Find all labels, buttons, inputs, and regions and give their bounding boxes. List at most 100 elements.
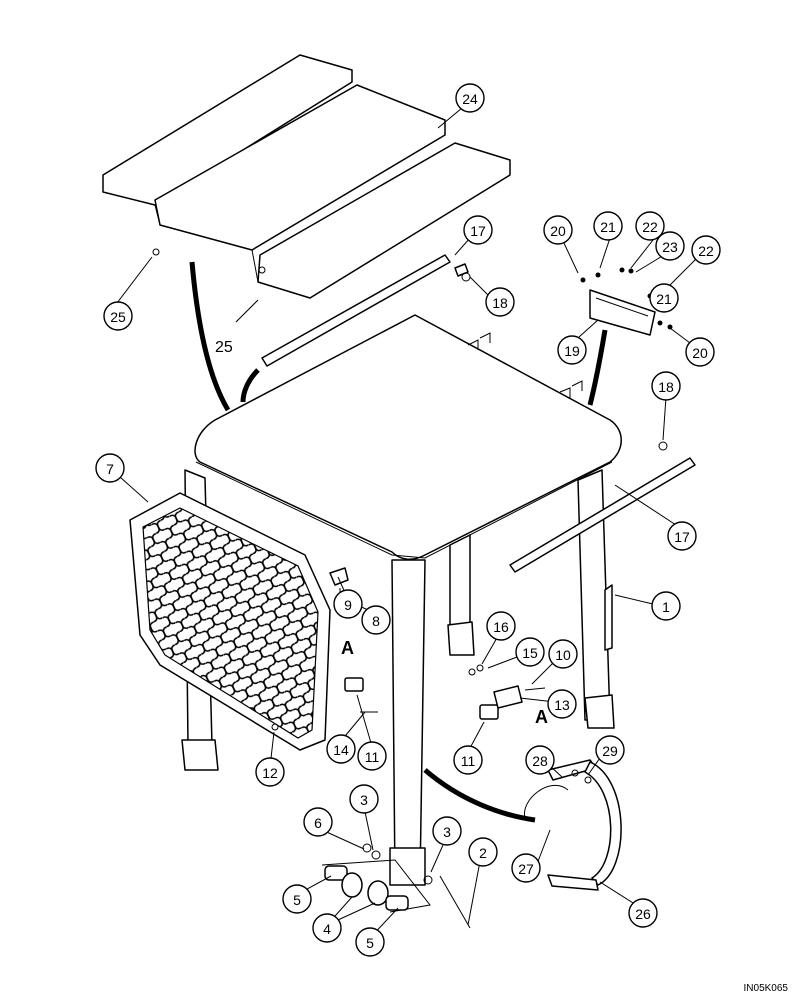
- callout-number: 8: [372, 613, 380, 629]
- hardware-parts: [152, 248, 668, 731]
- callout-28: 28: [525, 745, 555, 775]
- callout-14: 14: [326, 734, 356, 764]
- callout-number: 27: [518, 861, 534, 877]
- assembly-flow-arrows: [189, 261, 608, 823]
- callout-circle: [312, 913, 342, 943]
- grab-handle-side: [604, 584, 613, 651]
- callout-18: 18: [485, 287, 515, 317]
- callout-number: 7: [106, 461, 114, 477]
- callout-number: 23: [662, 239, 678, 255]
- callout-circle: [326, 734, 356, 764]
- callout-circle: [525, 745, 555, 775]
- callout-20: 20: [685, 337, 715, 367]
- callout-number: 17: [470, 223, 486, 239]
- callout-circle: [485, 287, 515, 317]
- cab-roof: [194, 314, 622, 560]
- callout-number: 21: [656, 291, 672, 307]
- callout-number: 25: [110, 309, 126, 325]
- callout-number: 18: [658, 379, 674, 395]
- callout-11: 11: [453, 745, 483, 775]
- callout-27: 27: [511, 853, 541, 883]
- callout-circle: [628, 898, 658, 928]
- callout-number: 26: [635, 906, 651, 922]
- callout-number: 10: [555, 647, 571, 663]
- callout-3: 3: [432, 816, 462, 846]
- callout-22: 22: [635, 211, 665, 241]
- foam-insulation-panels: [102, 54, 511, 299]
- callout-25: 25: [103, 301, 133, 331]
- callout-circle: [655, 231, 685, 261]
- callout-number: 11: [365, 749, 380, 765]
- callout-circle: [651, 591, 681, 621]
- callout-24: 24: [455, 83, 485, 113]
- callout-circle: [282, 884, 312, 914]
- callout-5: 5: [355, 927, 385, 957]
- callout-circle: [255, 757, 285, 787]
- callout-5: 5: [282, 884, 312, 914]
- callout-number: 24: [462, 91, 478, 107]
- callout-circle: [515, 637, 545, 667]
- callout-4: 4: [312, 913, 342, 943]
- callout-16: 16: [486, 611, 516, 641]
- callout-circle: [95, 453, 125, 483]
- callout-number: 1: [662, 599, 670, 615]
- callout-number: 15: [522, 645, 538, 661]
- callout-11: 11: [357, 741, 387, 771]
- callout-8: 8: [361, 605, 391, 635]
- callout-circle: [691, 235, 721, 265]
- callout-number: 22: [698, 243, 714, 259]
- callout-circle: [635, 211, 665, 241]
- callout-3: 3: [349, 784, 379, 814]
- callout-number: 12: [262, 765, 278, 781]
- callout-17: 17: [463, 215, 493, 245]
- callout-9: 9: [333, 589, 363, 619]
- callout-number: 5: [366, 935, 374, 951]
- callout-number: 28: [532, 753, 548, 769]
- callout-circle: [453, 745, 483, 775]
- callout-number: 3: [443, 824, 451, 840]
- callout-21: 21: [649, 283, 679, 313]
- callout-circle: [548, 639, 578, 669]
- callout-19: 19: [557, 335, 587, 365]
- callout-number: 16: [493, 619, 509, 635]
- document-id: IN05K065: [743, 983, 788, 994]
- callout-12: 12: [255, 757, 285, 787]
- callout-circle: [361, 605, 391, 635]
- callout-circle: [557, 335, 587, 365]
- view-letter-a-left: A: [341, 638, 354, 658]
- callout-2: 2: [468, 837, 498, 867]
- callout-number: 17: [674, 529, 690, 545]
- callout-circle: [667, 521, 697, 551]
- callout-circle: [455, 83, 485, 113]
- callout-circle: [355, 927, 385, 957]
- callout-number: 22: [642, 219, 658, 235]
- grab-handle-rear: [524, 759, 622, 891]
- callout-10: 10: [548, 639, 578, 669]
- callout-6: 6: [303, 807, 333, 837]
- callout-7: 7: [95, 453, 125, 483]
- callout-21: 21: [593, 211, 623, 241]
- callout-circle: [651, 371, 681, 401]
- mirror-assembly: [580, 267, 673, 336]
- callout-number: 20: [550, 223, 566, 239]
- callout-circle: [486, 611, 516, 641]
- screen-guard: [129, 492, 331, 751]
- callout-number: 20: [692, 345, 708, 361]
- callout-circle: [103, 301, 133, 331]
- callout-circle: [685, 337, 715, 367]
- callout-circle: [357, 741, 387, 771]
- callout-circle: [649, 283, 679, 313]
- callout-number: 6: [314, 815, 322, 831]
- callout-26: 26: [628, 898, 658, 928]
- callout-number: 18: [492, 295, 508, 311]
- callout-20: 20: [543, 215, 573, 245]
- isolator-mounts: [321, 843, 471, 929]
- callout-number: 2: [479, 845, 487, 861]
- callout-number: 21: [600, 219, 616, 235]
- callout-number: 29: [602, 743, 618, 759]
- callout-18: 18: [651, 371, 681, 401]
- callout-17: 17: [667, 521, 697, 551]
- callout-22: 22: [691, 235, 721, 265]
